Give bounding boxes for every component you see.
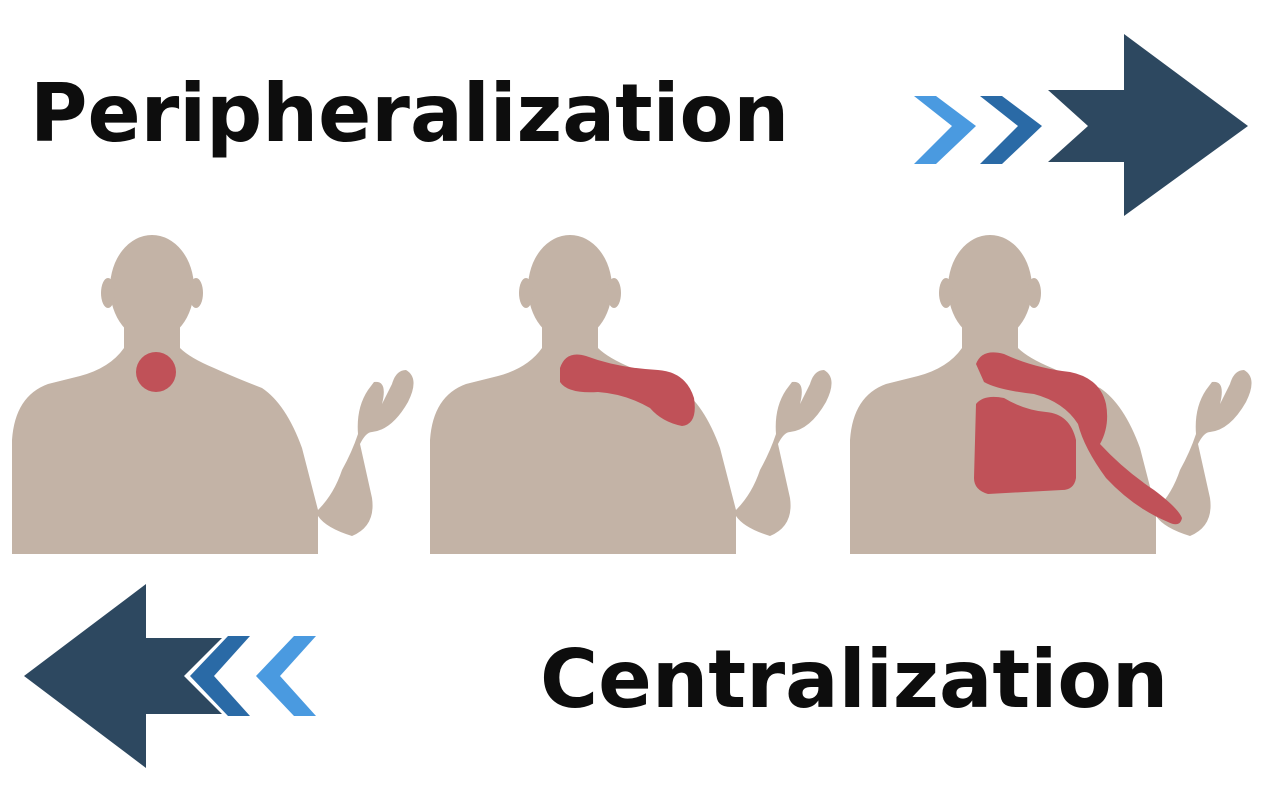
chevron-mid-icon — [190, 636, 250, 716]
figure-neck-pain — [12, 235, 414, 554]
title-peripheralization: Peripheralization — [30, 67, 790, 160]
pain-area-shoulder — [560, 354, 695, 426]
pain-area-chest — [974, 396, 1076, 494]
pain-area-shoulder-arm — [976, 352, 1182, 525]
figure-arm-pain — [850, 235, 1252, 554]
chevron-mid-icon — [980, 96, 1042, 164]
arrow-right-icon — [1048, 34, 1248, 216]
chevron-light-icon — [914, 96, 976, 164]
title-centralization: Centralization — [540, 633, 1169, 726]
torso-silhouette — [12, 235, 414, 554]
figure-shoulder-pain — [430, 235, 832, 554]
arrow-left-centralization — [24, 584, 316, 768]
arrow-left-icon — [24, 584, 222, 768]
pain-spot-neck — [136, 352, 176, 392]
arrow-right-peripheralization — [914, 34, 1248, 216]
chevron-light-icon — [256, 636, 316, 716]
